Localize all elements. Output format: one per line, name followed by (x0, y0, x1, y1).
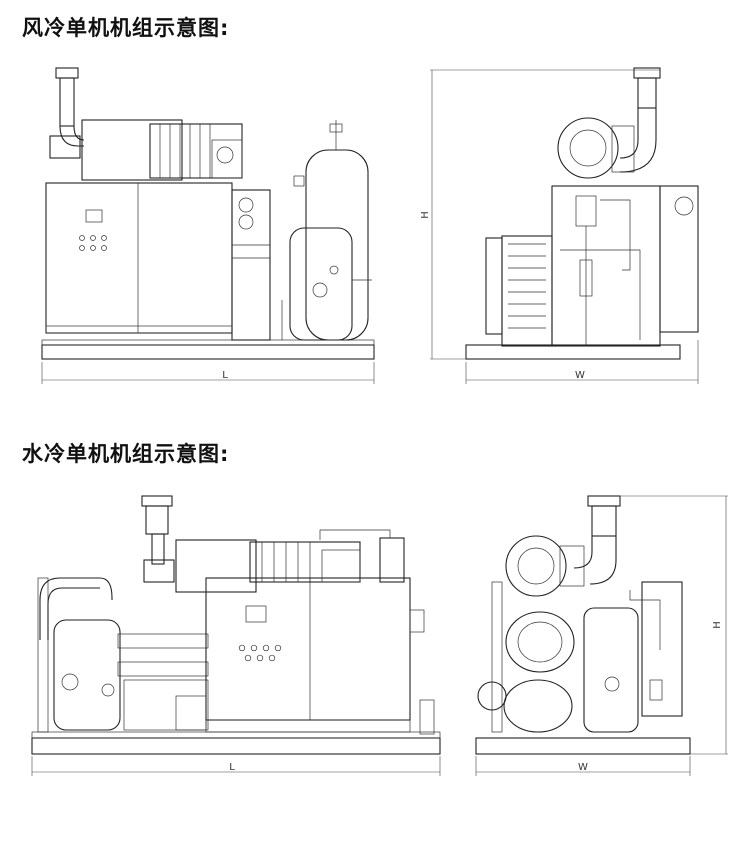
water-side-width-label: W (578, 762, 588, 773)
water-cooled-section-title: 水冷单机机组示意图: (22, 442, 230, 466)
air-front-length-label: L (222, 370, 228, 381)
air-cooled-section-title: 风冷单机机组示意图: (22, 16, 230, 40)
water-side-height-label: H (712, 621, 723, 629)
air-cooled-front-view: L (41, 67, 375, 384)
water-cooled-front-view: L (31, 495, 441, 776)
air-cooled-side-view: H W (420, 67, 699, 384)
air-side-width-label: W (575, 370, 585, 381)
water-front-length-label: L (229, 762, 235, 773)
water-cooled-side-view: H W (475, 495, 728, 776)
air-side-height-label: H (420, 211, 431, 219)
